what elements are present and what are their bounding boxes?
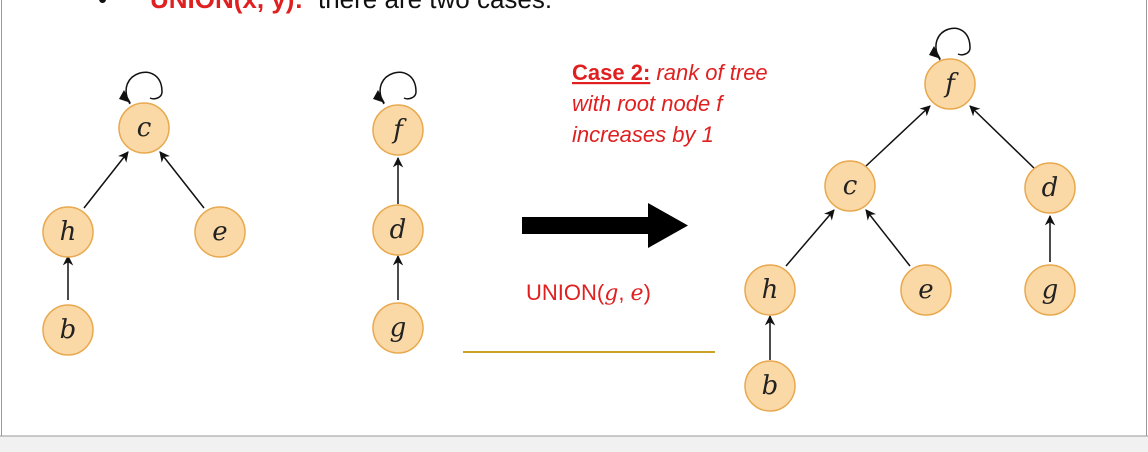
edge-h-c-result	[785, 209, 835, 267]
node-label-h: h	[60, 217, 77, 247]
self-loop-arrow-c	[119, 90, 131, 103]
self-loop-result-f	[935, 27, 971, 61]
result-node-label-b: b	[762, 371, 779, 401]
result-node-c: c	[824, 160, 876, 212]
tree-c: c h e b	[42, 71, 246, 356]
result-node-label-e: e	[918, 275, 933, 305]
node-label-e: e	[212, 217, 227, 247]
result-node-d: d	[1024, 162, 1076, 214]
edge-e-c-result	[865, 209, 911, 267]
bottom-band	[0, 436, 1148, 452]
result-node-label-h: h	[762, 275, 779, 305]
result-node-b: b	[744, 360, 796, 412]
node-label-c: c	[137, 113, 152, 143]
node-b: b	[42, 304, 94, 356]
node-label-d: d	[390, 215, 407, 245]
caption-line-2: with root node f	[572, 91, 725, 116]
node-e: e	[194, 206, 246, 258]
case-label: Case 2:	[572, 60, 650, 85]
caption-line-3: increases by 1	[572, 122, 714, 147]
caption-line-1: Case 2: rank of tree	[572, 60, 768, 85]
result-node-g: g	[1024, 264, 1076, 316]
result-tree: f c d h e g b	[744, 27, 1076, 412]
union-operation-label: UNION(g, e)	[526, 280, 651, 306]
node-label-b: b	[60, 315, 77, 345]
case-caption: Case 2: rank of tree with root node f in…	[572, 60, 768, 147]
tree-f: f d g	[372, 71, 424, 354]
node-h: h	[42, 206, 94, 258]
node-c: c	[118, 102, 170, 154]
edge-d-f-result	[969, 105, 1037, 171]
edge-h-c	[83, 151, 129, 209]
node-label-g: g	[390, 313, 407, 343]
header-line: • UNION(x, y): there are two cases:	[98, 0, 552, 14]
self-loop-arrow-f	[373, 90, 385, 103]
header-title-red: UNION(x, y):	[150, 0, 303, 14]
node-f: f	[372, 104, 424, 156]
transform-arrow	[522, 203, 688, 248]
node-d: d	[372, 204, 424, 256]
header-title-rest: there are two cases:	[318, 0, 552, 14]
self-loop-c	[125, 71, 163, 105]
bullet-glyph: •	[98, 0, 107, 14]
edge-c-f	[865, 105, 931, 167]
self-loop-arrow-result-f	[929, 46, 941, 59]
result-node-e: e	[900, 264, 952, 316]
node-g: g	[372, 302, 424, 354]
result-node-label-g: g	[1042, 275, 1059, 305]
result-node-h: h	[744, 264, 796, 316]
edge-e-c	[159, 151, 205, 209]
result-node-label-c: c	[843, 171, 858, 201]
result-node-label-d: d	[1042, 173, 1059, 203]
self-loop-f	[379, 71, 417, 105]
result-node-f: f	[924, 58, 976, 110]
